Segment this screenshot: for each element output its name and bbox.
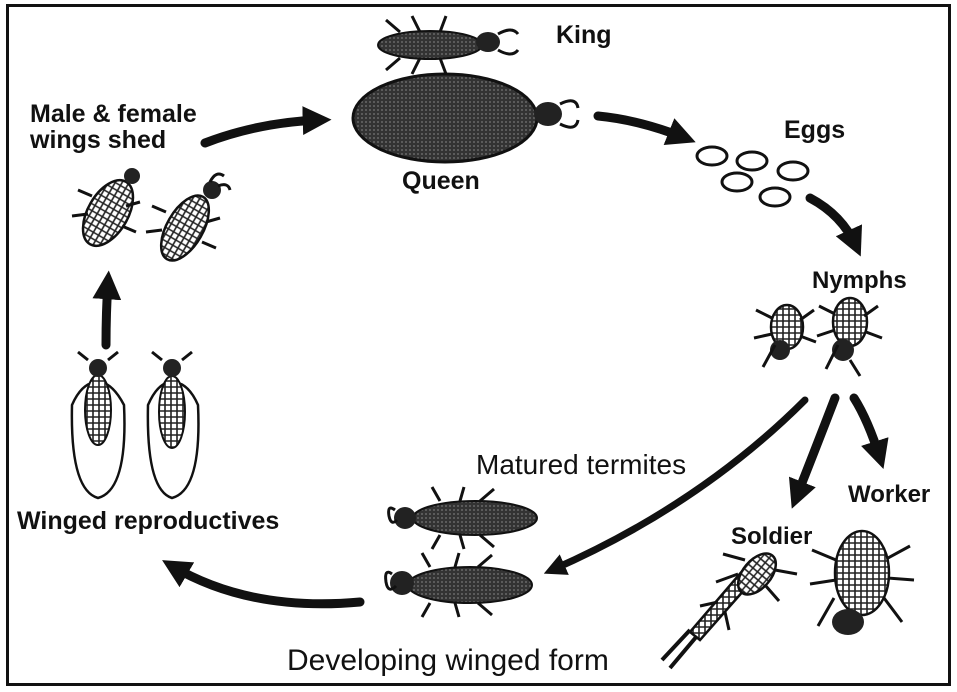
soldier-termite [662, 547, 797, 668]
label-nymphs: Nymphs [812, 268, 907, 293]
arrow-nymphs-to-soldier [796, 398, 835, 498]
label-queen: Queen [402, 168, 480, 194]
matured-termites [386, 487, 537, 617]
eggs [697, 147, 808, 206]
label-worker: Worker [848, 482, 930, 507]
arrow-developing-to-winged [172, 566, 360, 604]
winged-reproductives [72, 352, 199, 498]
label-matured-termites: Matured termites [476, 450, 686, 479]
arrow-eggs-to-nymphs [810, 198, 856, 246]
arrow-nymphs-to-worker [854, 398, 880, 458]
arrow-winged-to-shed [106, 282, 108, 345]
label-developing-winged-form: Developing winged form [287, 645, 609, 677]
worker-termite [810, 531, 914, 635]
nymphs [754, 298, 882, 376]
label-eggs: Eggs [784, 117, 845, 143]
queen-termite [353, 74, 578, 162]
dealated-pair [72, 168, 230, 268]
arrow-queen-to-eggs [598, 116, 685, 138]
label-wings-shed: Male & female wings shed [30, 101, 197, 154]
king-termite [378, 16, 518, 74]
label-soldier: Soldier [731, 524, 812, 549]
label-king: King [556, 22, 612, 48]
label-winged-reproductives: Winged reproductives [17, 508, 279, 534]
arrow-shed-to-queen [205, 120, 320, 143]
